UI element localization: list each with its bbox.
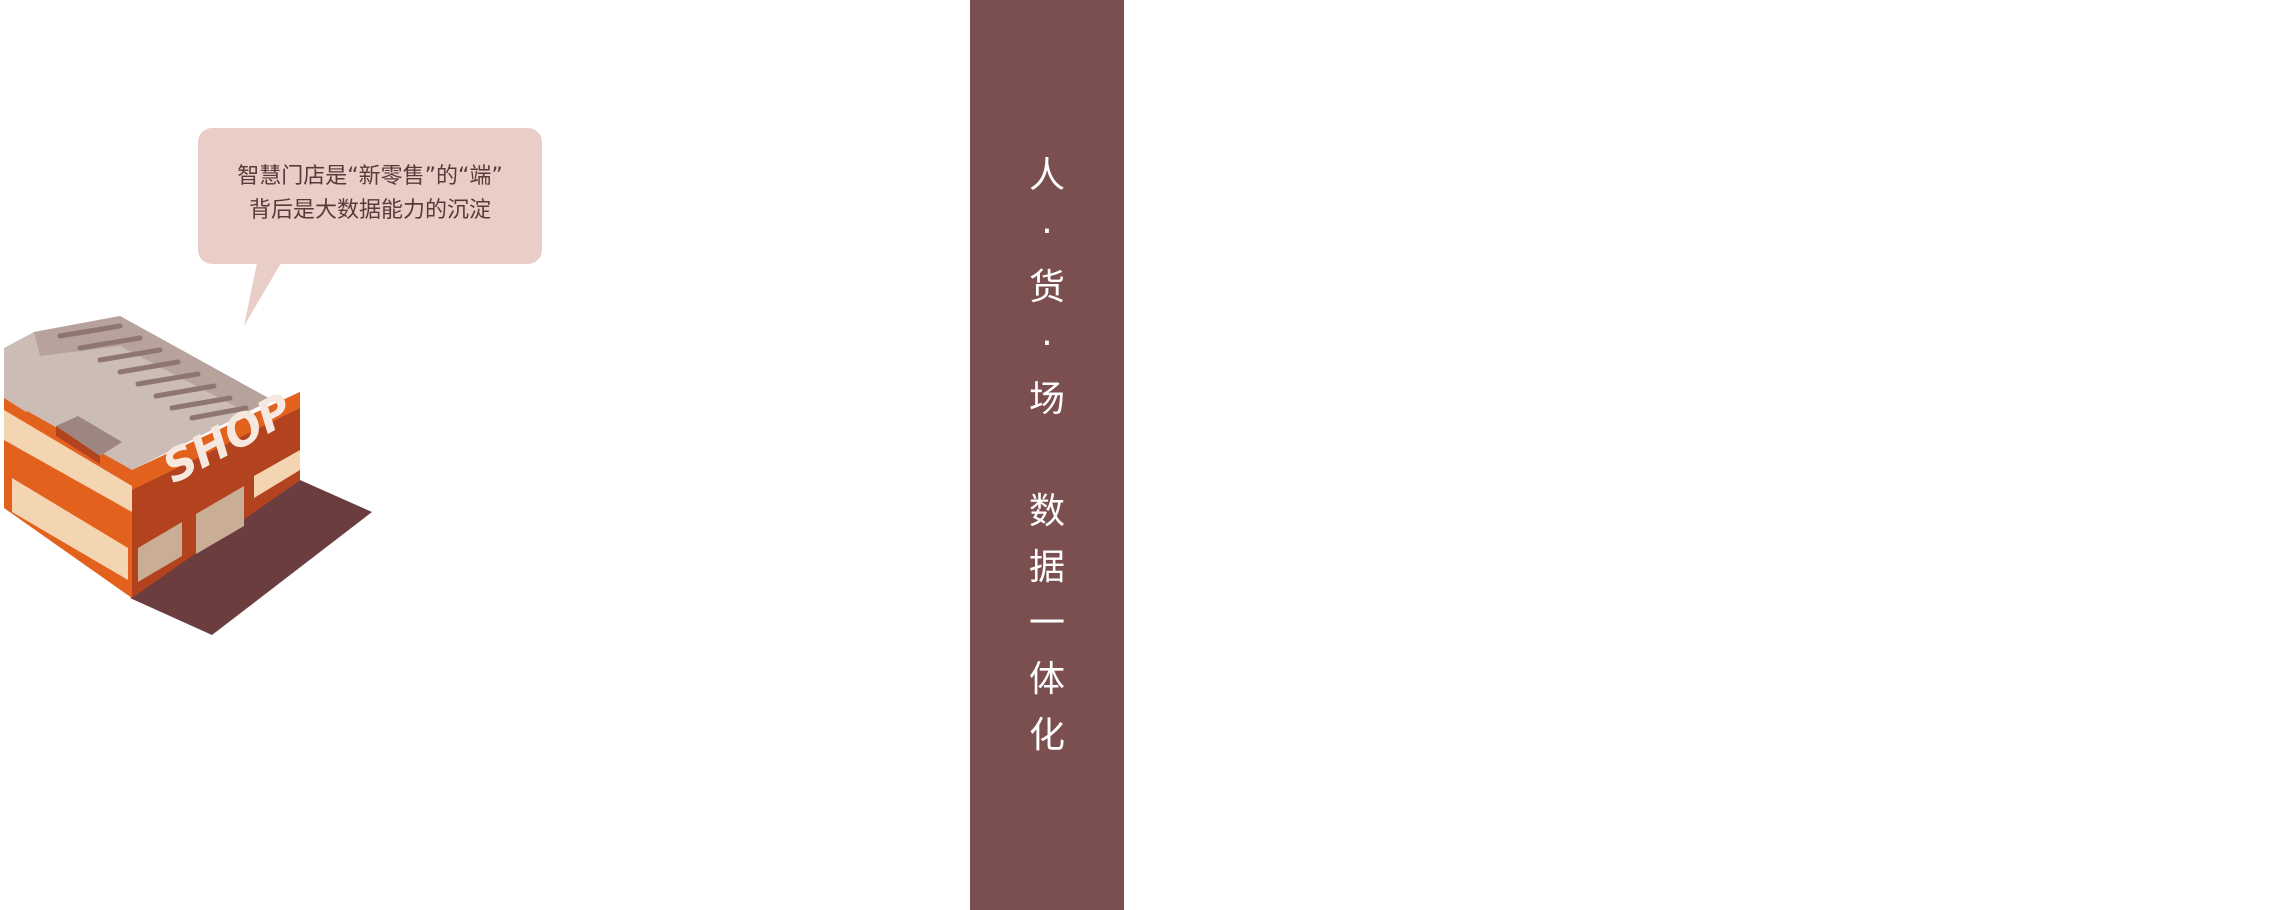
shop-illustration: SHOP bbox=[4, 316, 372, 635]
speech-bubble-text: 智慧门店是“新零售”的“端” 背后是大数据能力的沉淀 bbox=[198, 160, 542, 228]
vertical-band-text: 人 · 货 · 场 数 据 一 体 化 bbox=[970, 148, 1124, 764]
band-char: 化 bbox=[1028, 715, 1065, 756]
shop-shadow bbox=[130, 480, 372, 635]
band-char: 数 bbox=[1028, 491, 1065, 532]
speech-bubble: 智慧门店是“新零售”的“端” 背后是大数据能力的沉淀 bbox=[198, 128, 542, 264]
band-char: 体 bbox=[1028, 659, 1065, 700]
band-char: 货 bbox=[1028, 267, 1065, 308]
band-char: 人 bbox=[1028, 155, 1065, 196]
band-char: · bbox=[1041, 323, 1053, 364]
speech-bubble-line-2: 背后是大数据能力的沉淀 bbox=[248, 198, 491, 223]
speech-bubble-line-1: 智慧门店是“新零售”的“端” bbox=[237, 164, 503, 189]
band-char: 场 bbox=[1028, 379, 1065, 420]
band-char: 一 bbox=[1028, 603, 1065, 644]
band-char: 据 bbox=[1028, 547, 1065, 588]
vertical-band: 人 · 货 · 场 数 据 一 体 化 bbox=[970, 0, 1124, 910]
band-char: · bbox=[1041, 211, 1053, 252]
band-gap bbox=[970, 428, 1124, 484]
